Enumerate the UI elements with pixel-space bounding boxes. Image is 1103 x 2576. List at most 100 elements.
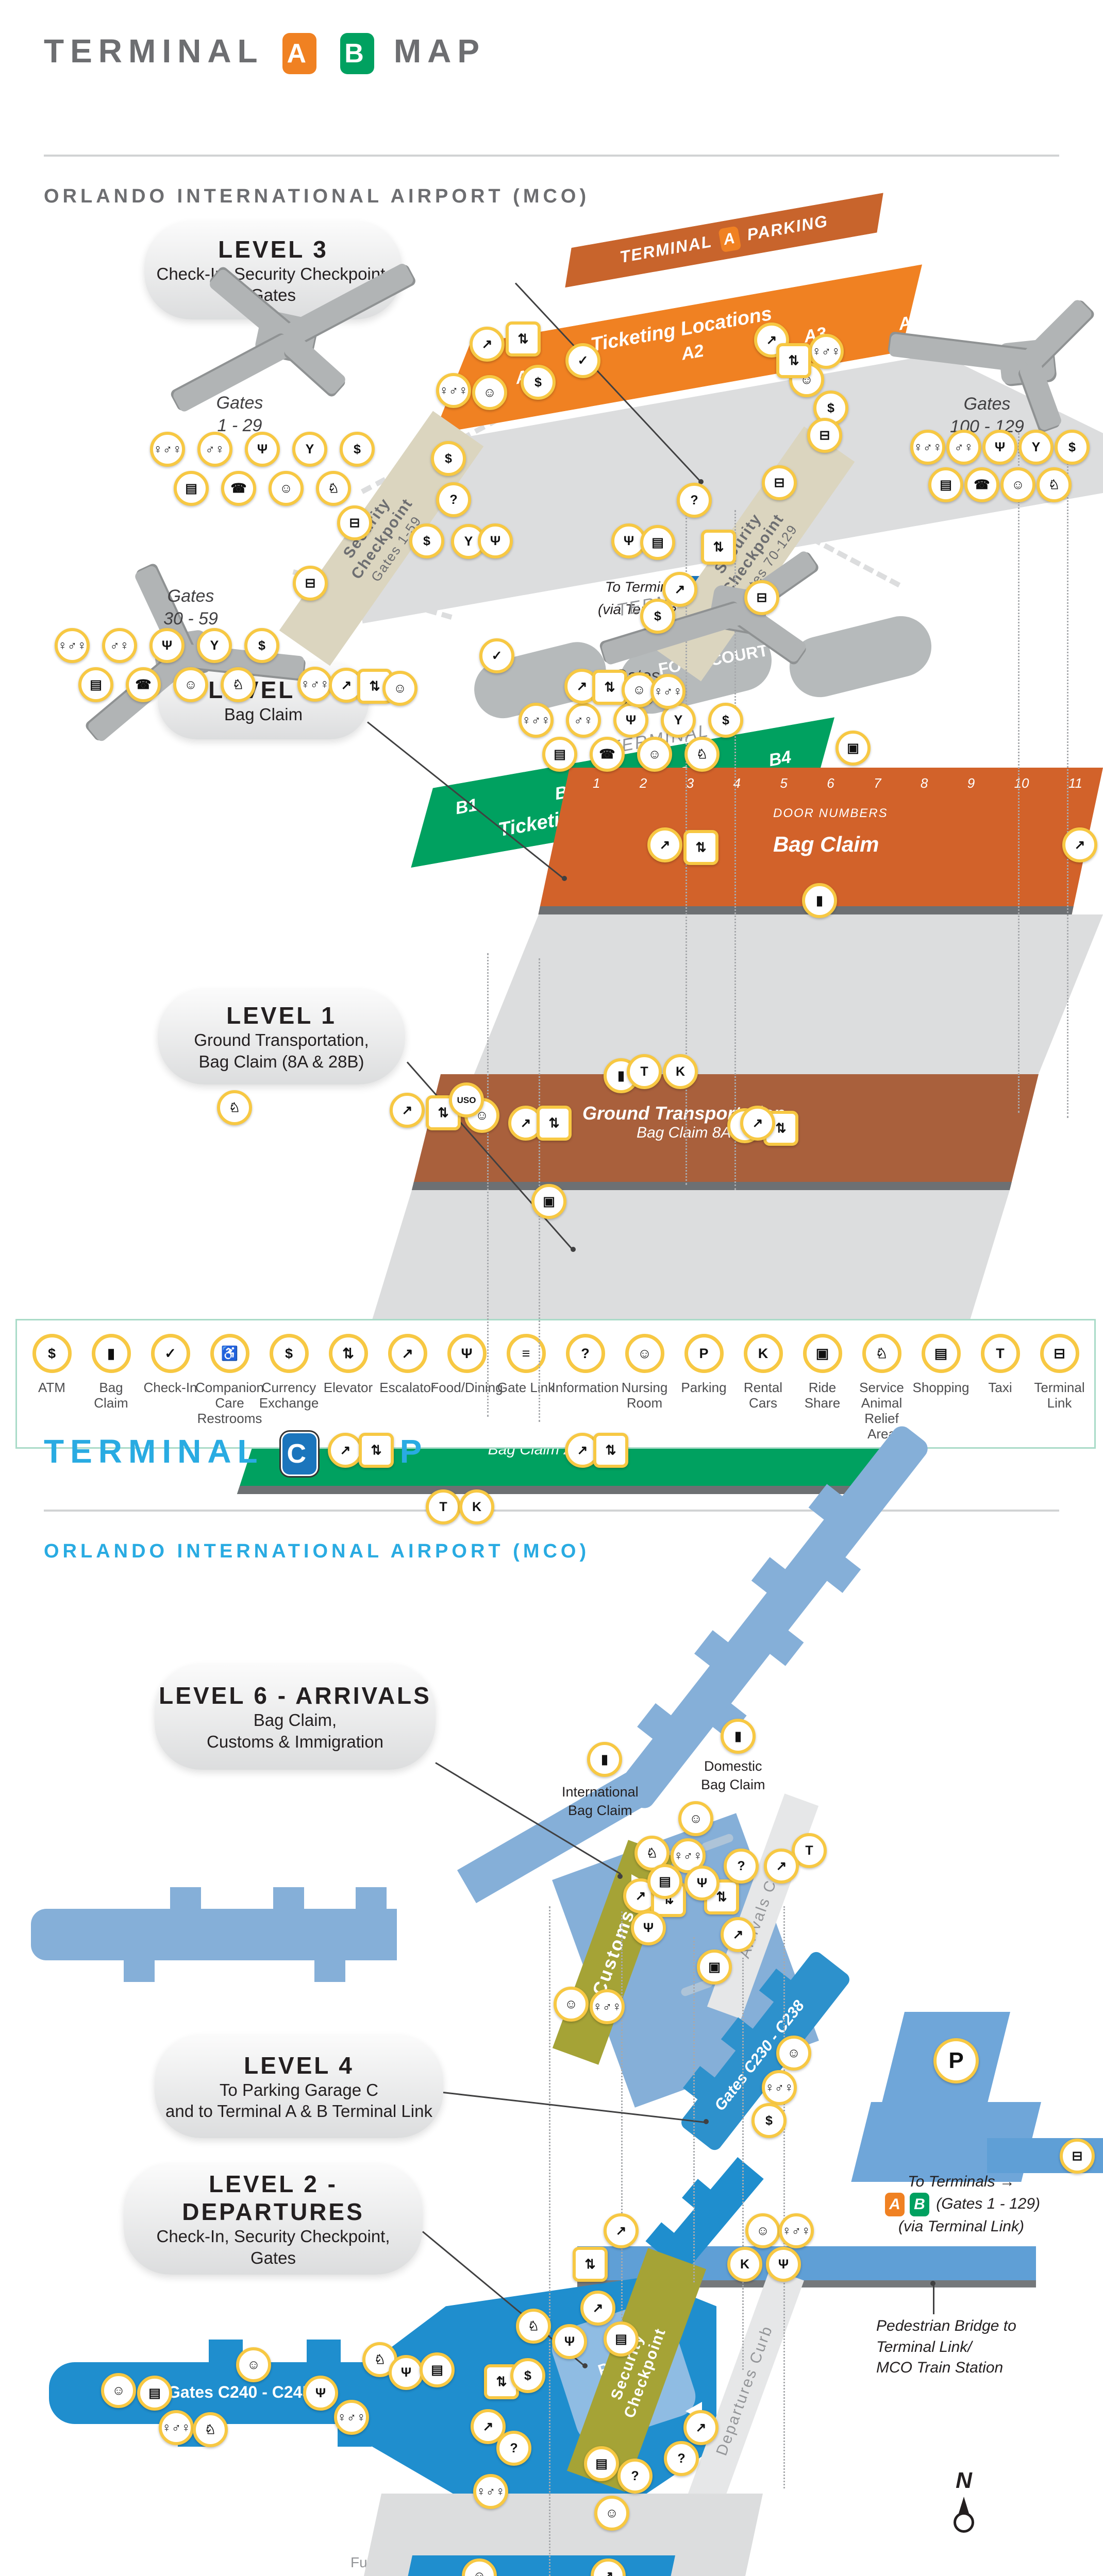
atm-icon: $ (751, 2103, 787, 2138)
shop-icon: ▤ (78, 667, 113, 702)
esc-icon: ↗ (754, 323, 789, 358)
legend-label: Service Animal Relief Area (859, 1380, 904, 1442)
shop-icon: ▤ (420, 2352, 455, 2387)
food-icon: Ψ (766, 2247, 801, 2282)
level1-pill: LEVEL 1 Ground Transportation,Bag Claim … (158, 989, 405, 1084)
bag-icon: ▮ (587, 1742, 622, 1777)
legend-label: Currency Exchange (259, 1380, 319, 1411)
train-icon: ⊟ (1060, 2139, 1095, 2174)
rental-icon: K (743, 1334, 783, 1373)
legend-label: Parking (681, 1380, 727, 1395)
level1-pill-desc: Ground Transportation,Bag Claim (8A & 28… (194, 1030, 369, 1071)
door-number: 1 (593, 775, 600, 791)
esc-icon: ↗ (764, 1849, 799, 1884)
atm-icon: $ (340, 432, 375, 467)
fam-icon: ♀♂♀ (779, 2213, 814, 2248)
dog-icon: ♘ (862, 1334, 901, 1373)
dog-icon: ♘ (217, 1090, 252, 1125)
dog-icon: ♘ (1037, 467, 1072, 502)
guide-dotted (1018, 433, 1020, 1113)
nursing-icon: ☺ (554, 1987, 589, 2022)
divider (44, 1510, 1059, 1512)
elev-icon: ⇅ (573, 2247, 608, 2282)
taxi-icon: T (426, 1489, 461, 1524)
food-icon: Ψ (447, 1334, 487, 1373)
compass-north: N (943, 2468, 984, 2533)
info-icon: ? (617, 2459, 653, 2494)
nursing-icon: ☺ (269, 471, 304, 506)
food-icon: Ψ (611, 523, 646, 558)
legend-label: Rental Cars (743, 1380, 783, 1411)
nursing-icon: ☺ (236, 2347, 271, 2382)
train-icon: ⊟ (744, 580, 779, 615)
legend-item: ? Information (552, 1334, 619, 1396)
legend-item: ✓ Check-In (142, 1334, 199, 1396)
bar-icon: Y (292, 432, 327, 467)
ride-icon: ▣ (531, 1184, 566, 1219)
ride-icon: ▣ (697, 1950, 732, 1985)
nursing-icon: ☺ (622, 672, 657, 707)
dog-icon: ♘ (193, 2412, 228, 2447)
checkin-icon: ✓ (479, 638, 514, 673)
esc-icon: ↗ (721, 1917, 756, 1952)
legend-item: K Rental Cars (734, 1334, 792, 1411)
info-icon: ? (436, 482, 471, 517)
currency-icon: $ (269, 1334, 309, 1373)
info-icon: ? (565, 1334, 605, 1373)
ab-subtitle: ORLANDO INTERNATIONAL AIRPORT (MCO) (44, 185, 590, 207)
ab-title-post: MAP (393, 32, 486, 70)
bag-icon: ▮ (721, 1719, 756, 1754)
terminal-b-badge: B (909, 2192, 929, 2216)
train-icon: ⊟ (293, 566, 328, 601)
legend-label: Escalator (379, 1380, 436, 1395)
bar-icon: Y (197, 628, 232, 663)
fam-icon: ♀♂♀ (762, 2070, 797, 2105)
legend-item: $ Currency Exchange (259, 1334, 319, 1411)
atm-icon: $ (409, 523, 444, 558)
shop-icon: ▤ (921, 1334, 961, 1373)
atm-icon: $ (510, 2358, 545, 2393)
train-icon: ⊟ (762, 465, 797, 500)
atm-icon: $ (32, 1334, 72, 1373)
door-number: 5 (780, 775, 788, 791)
elev-icon: ⇅ (537, 1106, 572, 1141)
terminal-a-badge: A (282, 33, 317, 75)
restroom-icon: ♂♀ (102, 628, 137, 663)
ab-title: TERMINAL A B MAP (44, 32, 486, 75)
elev-icon: ⇅ (484, 2364, 519, 2399)
fam-icon: ♀♂♀ (473, 2474, 508, 2509)
restroom-icon: ♂♀ (946, 430, 981, 465)
shop-icon: ▤ (928, 467, 963, 502)
legend-item: ≡ Gate Link (497, 1334, 555, 1396)
legend-item: ▣ Ride Share (794, 1334, 851, 1411)
gates-c240-label: Gates C240 - C245 (168, 2383, 312, 2401)
train-icon: ⊟ (807, 418, 842, 453)
dog-icon: ♘ (684, 737, 720, 772)
rental-icon: K (727, 2247, 762, 2282)
legend-item: ⊟ Terminal Link (1031, 1334, 1089, 1411)
guide-dotted (621, 1911, 623, 2349)
legend-label: Ride Share (804, 1380, 841, 1411)
elev-icon: ⇅ (593, 1433, 628, 1468)
door-number: 9 (967, 775, 975, 791)
esc-icon: ↗ (662, 572, 697, 607)
companion-icon: ♿ (210, 1334, 249, 1373)
nursing-icon: ☺ (101, 2373, 136, 2408)
legend-item: Ψ Food/Dining (430, 1334, 503, 1396)
terminal-a-badge: A (884, 2192, 905, 2216)
shop-icon: ▤ (604, 2321, 639, 2357)
pointer-dot (617, 1874, 623, 1879)
info-icon: ? (496, 2431, 531, 2466)
fam-icon: ♀♂♀ (334, 2400, 369, 2435)
legend-item: ▮ Bag Claim (82, 1334, 140, 1411)
food-icon: Ψ (478, 523, 513, 558)
terminal-b-badge: B (340, 33, 375, 75)
fam-icon: ♀♂♀ (809, 334, 844, 369)
pointer-dot (704, 2119, 709, 2124)
food-icon: Ψ (552, 2324, 587, 2359)
guide-dotted (693, 1937, 695, 2282)
